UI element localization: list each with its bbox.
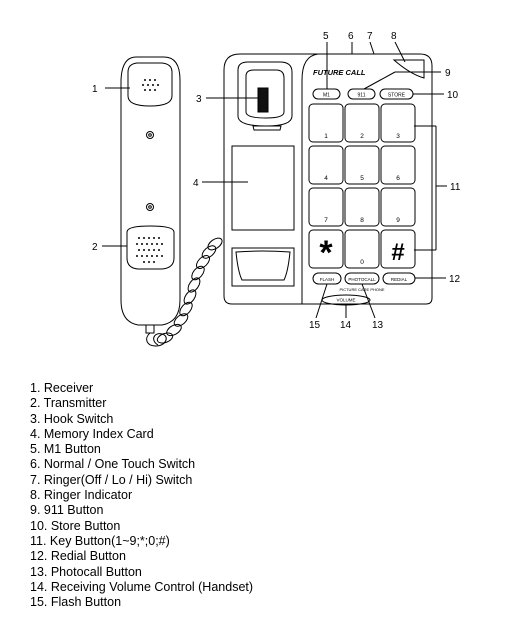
key-8[interactable]	[344, 187, 380, 227]
transmitter-holes	[136, 237, 163, 263]
legend-item: 4. Memory Index Card	[30, 426, 154, 441]
key-3[interactable]	[380, 103, 416, 143]
key-1-label: 1	[324, 133, 328, 140]
key-7[interactable]	[308, 187, 344, 227]
key-5-label: 5	[360, 175, 364, 182]
legend-item: 6. Normal / One Touch Switch	[30, 457, 196, 472]
parts-legend: 1. Receiver 2. Transmitter 3. Hook Switc…	[30, 381, 253, 610]
volume-label: VOLUME	[336, 298, 355, 303]
legend-item: 13. Photocall Button	[30, 564, 142, 579]
flash-button-label: FLASH	[320, 277, 335, 282]
key-hash-label: #	[391, 239, 404, 266]
memory-index-card	[231, 145, 295, 231]
callout-14: 14	[340, 320, 352, 331]
callout-4: 4	[193, 178, 199, 189]
key-hash[interactable]	[380, 229, 416, 269]
hook-switch	[257, 87, 269, 113]
transmitter	[126, 225, 175, 270]
legend-item: 12. Redial Button	[30, 549, 126, 564]
legend-item: 15. Flash Button	[30, 595, 122, 610]
handset	[120, 56, 181, 334]
legend-item: 7. Ringer(Off / Lo / Hi) Switch	[30, 472, 193, 487]
key-2-label: 2	[360, 133, 364, 140]
key-8-label: 8	[360, 217, 364, 224]
phone-diagram: FUTURE CALL M1 911 STORE 1 2 3 4 5 6 7 8…	[92, 31, 461, 347]
key-6[interactable]	[380, 145, 416, 185]
leader-lines	[102, 41, 447, 319]
legend-item: 3. Hook Switch	[30, 411, 114, 426]
callout-6: 6	[348, 31, 354, 42]
key-9-label: 9	[396, 217, 400, 224]
ringer-indicator	[392, 59, 425, 79]
picture-care-label: PICTURE CARE PHONE	[339, 287, 384, 292]
brand-label: FUTURE CALL	[313, 68, 366, 77]
key-4-label: 4	[324, 175, 328, 182]
callout-8: 8	[391, 31, 397, 42]
phone-diagram-svg: FUTURE CALL M1 911 STORE 1 2 3 4 5 6 7 8…	[92, 31, 461, 347]
legend-item: 10. Store Button	[30, 518, 121, 533]
key-6-label: 6	[396, 175, 400, 182]
911-button-label: 911	[358, 93, 366, 99]
callout-2: 2	[92, 242, 98, 253]
key-1[interactable]	[308, 103, 344, 143]
phone-base	[223, 53, 433, 305]
key-2[interactable]	[344, 103, 380, 143]
key-star-label: *	[319, 234, 333, 272]
coiled-cord	[146, 237, 223, 347]
legend-item: 2. Transmitter	[30, 396, 107, 411]
legend-item: 14. Receiving Volume Control (Handset)	[30, 579, 254, 594]
callout-7: 7	[367, 31, 373, 42]
redial-button-label: REDIAL	[391, 277, 408, 282]
legend-item: 5. M1 Button	[30, 442, 101, 457]
legend-item: 8. Ringer Indicator	[30, 488, 133, 503]
photocall-button-label: PHOTOCALL	[348, 277, 376, 282]
key-3-label: 3	[396, 133, 400, 140]
callout-11: 11	[450, 182, 461, 193]
callout-13: 13	[372, 320, 384, 331]
legend-item: 9. 911 Button	[30, 503, 104, 518]
keypad	[308, 103, 416, 269]
receiver	[127, 62, 173, 107]
callout-5: 5	[323, 31, 329, 42]
m1-button-label: M1	[323, 93, 330, 99]
key-9[interactable]	[380, 187, 416, 227]
callout-10: 10	[447, 90, 459, 101]
key-5[interactable]	[344, 145, 380, 185]
key-7-label: 7	[324, 217, 328, 224]
callout-1: 1	[92, 84, 98, 95]
callout-3: 3	[196, 94, 202, 105]
receiver-holes	[142, 79, 159, 91]
key-star[interactable]	[308, 229, 344, 269]
key-4[interactable]	[308, 145, 344, 185]
legend-item: 1. Receiver	[30, 381, 94, 395]
store-button-label: STORE	[388, 93, 406, 99]
callout-12: 12	[449, 274, 461, 285]
911-button[interactable]	[347, 88, 376, 100]
key-0[interactable]	[344, 229, 380, 269]
key-0-label: 0	[360, 259, 364, 266]
callout-15: 15	[309, 320, 321, 331]
legend-item: 11. Key Button(1~9;*;0;#)	[30, 533, 170, 548]
callout-9: 9	[445, 68, 451, 79]
